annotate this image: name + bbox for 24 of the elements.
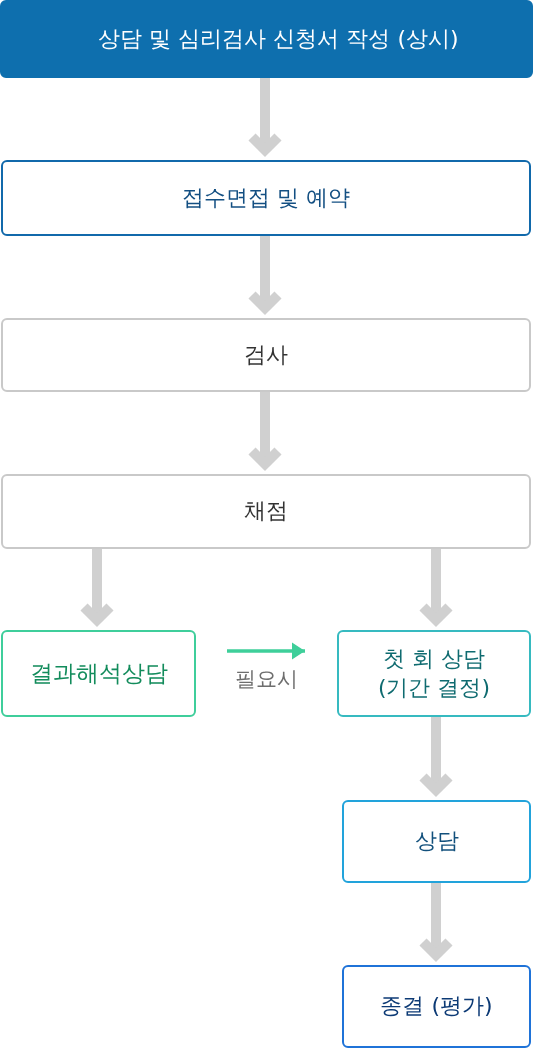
arrow bbox=[418, 883, 454, 960]
process-box bbox=[1, 318, 531, 392]
start-box bbox=[0, 0, 533, 78]
process-box bbox=[1, 160, 531, 236]
process-box bbox=[337, 630, 531, 717]
arrow bbox=[227, 642, 305, 660]
step-text: 종결 (평가) bbox=[380, 992, 493, 1021]
step-text: 채점 bbox=[244, 497, 288, 526]
step-text: 첫 회 상담 (기간 결정) bbox=[376, 644, 492, 702]
step-text: 상담 bbox=[414, 827, 459, 856]
process-box bbox=[342, 800, 531, 883]
process-box bbox=[342, 965, 531, 1048]
arrow bbox=[79, 549, 115, 625]
arrow bbox=[247, 236, 283, 313]
arrow bbox=[418, 717, 454, 795]
process-box bbox=[1, 474, 531, 549]
step-text: 접수면접 및 예약 bbox=[182, 183, 350, 212]
process-box bbox=[1, 630, 196, 717]
step-text: 검사 bbox=[244, 340, 288, 369]
arrow bbox=[247, 392, 283, 469]
arrow bbox=[418, 549, 454, 625]
arrow bbox=[247, 78, 283, 155]
step-text: 결과해석상담 bbox=[29, 658, 168, 688]
step-text: 상담 및 심리검사 신청서 작성 (상시) bbox=[98, 24, 459, 53]
